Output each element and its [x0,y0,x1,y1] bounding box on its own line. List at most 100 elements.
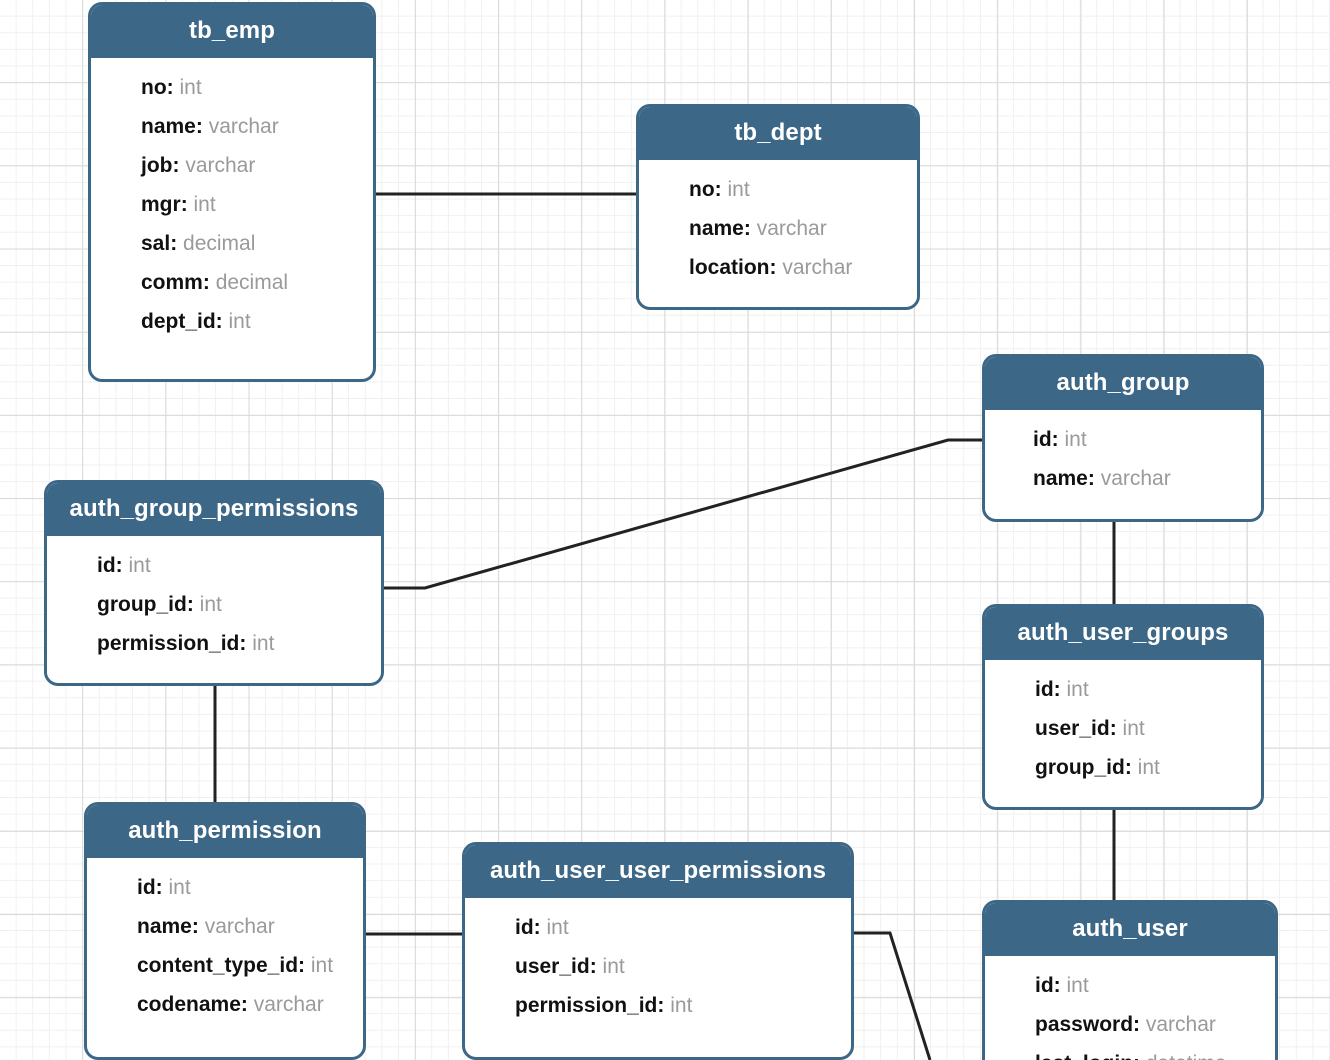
field-row[interactable]: group_id: int [47,585,381,624]
field-row[interactable]: name: varchar [91,107,373,146]
field-row[interactable]: sal: decimal [91,224,373,263]
field-name: id [1035,678,1054,701]
field-row[interactable]: codename: varchar [87,985,363,1024]
field-row[interactable]: permission_id: int [47,624,381,663]
field-separator: : [743,217,757,240]
relationship-connector[interactable] [384,438,982,590]
field-name: dept_id [141,310,216,333]
field-separator: : [769,256,783,279]
field-type: varchar [1145,1013,1216,1036]
field-row[interactable]: id: int [465,908,851,947]
field-type: int [546,916,569,939]
field-name: permission_id [97,632,240,655]
field-row[interactable]: name: varchar [985,459,1261,498]
field-type: varchar [1100,467,1171,490]
field-row[interactable]: id: int [87,868,363,907]
field-separator: : [1053,974,1067,997]
field-row[interactable]: last_login: datetime [985,1044,1275,1060]
field-separator: : [1124,756,1138,779]
field-separator: : [155,876,169,899]
field-row[interactable]: id: int [985,966,1275,1005]
field-type: int [1066,678,1089,701]
field-separator: : [1087,467,1101,490]
field-separator: : [1053,678,1067,701]
field-type: int [128,554,151,577]
entity-title-auth_user_groups: auth_user_groups [985,607,1261,660]
field-name: group_id [1035,756,1125,779]
field-separator: : [172,154,186,177]
field-type: int [1122,717,1145,740]
field-row[interactable]: job: varchar [91,146,373,185]
field-separator: : [239,632,253,655]
field-separator: : [240,993,254,1016]
field-type: decimal [183,232,256,255]
field-separator: : [202,271,216,294]
field-separator: : [191,915,205,938]
field-separator: : [1133,1013,1146,1036]
field-name: sal [141,232,171,255]
field-row[interactable]: password: varchar [985,1005,1275,1044]
relationship-connector[interactable] [854,931,932,1060]
entity-title-tb_emp: tb_emp [91,5,373,58]
field-row[interactable]: permission_id: int [465,986,851,1025]
field-row[interactable]: mgr: int [91,185,373,224]
field-row[interactable]: user_id: int [985,709,1261,748]
field-row[interactable]: id: int [985,420,1261,459]
field-name: name [689,217,744,240]
field-type: varchar [204,915,275,938]
field-type: int [1137,756,1160,779]
field-type: decimal [215,271,289,294]
field-row[interactable]: group_id: int [985,748,1261,787]
field-separator: : [714,178,728,201]
field-row[interactable]: content_type_id: int [87,946,363,985]
field-type: datetime [1146,1052,1227,1060]
entity-title-auth_user_user_permissions: auth_user_user_permissions [465,845,851,898]
field-type: varchar [208,115,279,138]
field-type: int [310,954,334,977]
field-row[interactable]: no: int [639,170,917,209]
field-row[interactable]: location: varchar [639,248,917,287]
field-separator: : [115,554,129,577]
field-row[interactable]: id: int [47,546,381,585]
entity-title-tb_dept: tb_dept [639,107,917,160]
field-name: codename [137,993,241,1016]
field-type: varchar [185,154,256,177]
field-row[interactable]: comm: decimal [91,263,373,302]
field-separator: : [657,994,671,1017]
field-name: job [141,154,173,177]
field-row[interactable]: no: int [91,68,373,107]
field-name: group_id [97,593,187,616]
field-name: no [689,178,715,201]
field-separator: : [186,593,200,616]
field-separator: : [215,310,229,333]
field-name: id [1033,428,1052,451]
field-row[interactable]: user_id: int [465,947,851,986]
entity-title-auth_group_permissions: auth_group_permissions [47,483,381,536]
field-type: int [602,955,625,978]
field-name: password [1035,1013,1134,1036]
field-row[interactable]: id: int [985,670,1261,709]
field-row[interactable]: dept_id: int [91,302,373,341]
field-name: comm [141,271,203,294]
field-row[interactable]: name: varchar [87,907,363,946]
field-row[interactable]: name: varchar [639,209,917,248]
field-separator: : [533,916,547,939]
field-name: id [515,916,534,939]
field-name: content_type_id [137,954,299,977]
field-type: int [1066,974,1089,997]
field-name: user_id [1035,717,1110,740]
field-type: int [179,76,202,99]
field-separator: : [589,955,603,978]
